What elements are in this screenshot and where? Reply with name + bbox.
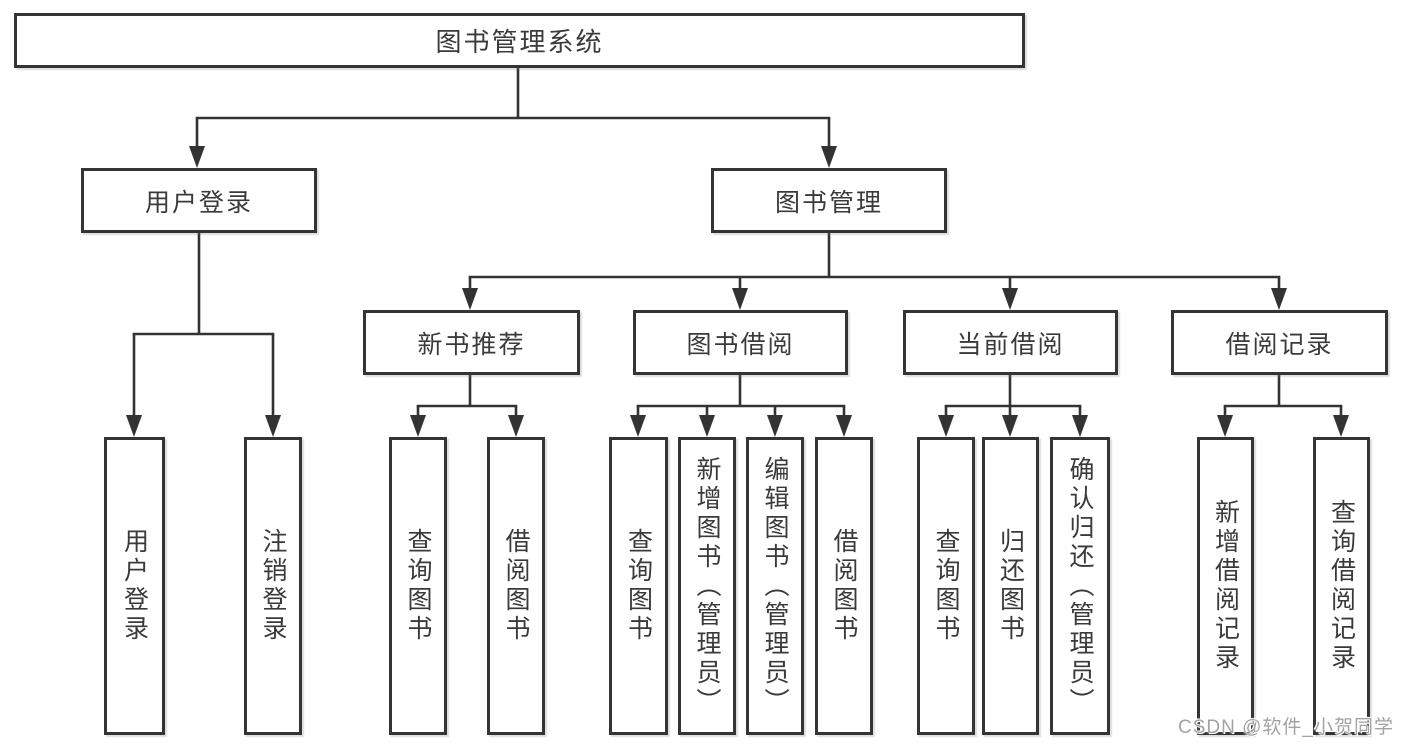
arrowhead	[126, 415, 142, 437]
node-leaf-edit-book-admin: 编辑图书（管理员）	[746, 437, 804, 735]
node-borrow-records: 借阅记录	[1171, 310, 1388, 375]
arrowhead	[699, 415, 715, 437]
node-leaf-query-books-2: 查询图书	[609, 437, 668, 735]
node-user-login: 用户登录	[81, 168, 317, 233]
arrowhead	[410, 415, 426, 437]
arrowhead	[1271, 288, 1287, 310]
arrowhead	[732, 288, 748, 310]
arrowhead	[630, 415, 646, 437]
node-root: 图书管理系统	[14, 13, 1025, 68]
node-leaf-user-login: 用户登录	[104, 437, 165, 735]
csdn-watermark: CSDN @软件_小贺同学	[1178, 717, 1394, 738]
node-leaf-query-books-3: 查询图书	[917, 437, 975, 735]
node-leaf-logout: 注销登录	[244, 437, 302, 735]
node-book-management: 图书管理	[711, 168, 947, 233]
arrowhead	[821, 146, 837, 168]
arrowhead	[1072, 415, 1088, 437]
arrowhead	[1002, 288, 1018, 310]
node-leaf-add-book-admin: 新增图书（管理员）	[678, 437, 736, 735]
node-leaf-borrow-books-1: 借阅图书	[487, 437, 545, 735]
node-leaf-confirm-return-admin: 确认归还（管理员）	[1050, 437, 1110, 735]
node-new-book-recommend: 新书推荐	[363, 310, 580, 375]
node-current-borrow: 当前借阅	[903, 310, 1118, 375]
arrowhead	[508, 415, 524, 437]
node-leaf-query-books-1: 查询图书	[389, 437, 447, 735]
node-book-borrow: 图书借阅	[633, 310, 848, 375]
arrowhead	[836, 415, 852, 437]
arrowhead	[1002, 415, 1018, 437]
arrowhead	[189, 146, 205, 168]
node-leaf-borrow-books-2: 借阅图书	[815, 437, 873, 735]
arrowhead	[1217, 415, 1233, 437]
node-leaf-query-borrow-record: 查询借阅记录	[1313, 437, 1370, 735]
arrowhead	[1333, 415, 1349, 437]
arrowhead	[767, 415, 783, 437]
arrowhead	[265, 415, 281, 437]
arrowhead	[462, 288, 478, 310]
arrowhead	[938, 415, 954, 437]
node-leaf-add-borrow-record: 新增借阅记录	[1197, 437, 1254, 735]
node-leaf-return-book: 归还图书	[982, 437, 1039, 735]
